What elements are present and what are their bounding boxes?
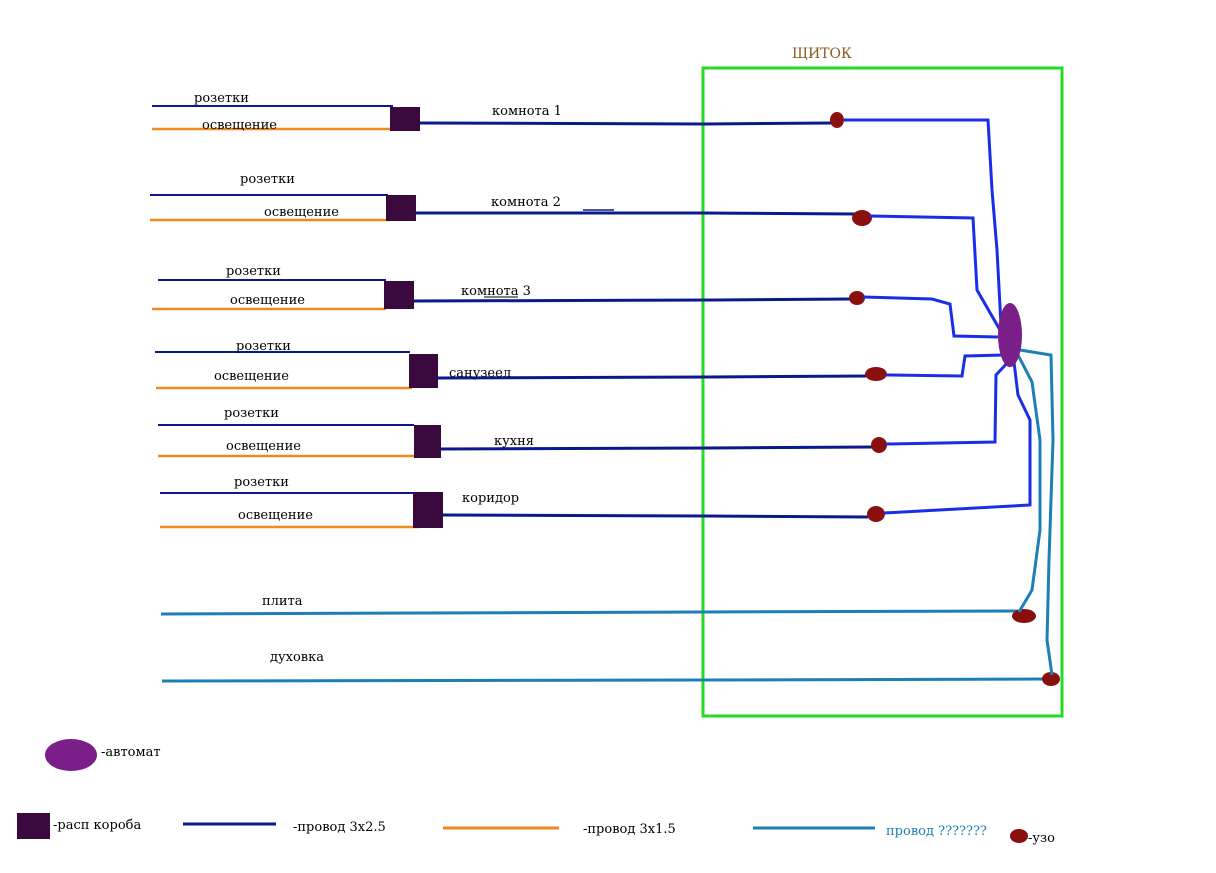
room-4-name: санузеел bbox=[449, 366, 511, 381]
legend-breaker-icon bbox=[45, 739, 97, 771]
room-3-main-wire bbox=[413, 297, 851, 303]
room-1-sockets-label: розетки bbox=[194, 91, 249, 106]
room-5-name: кухня bbox=[494, 434, 534, 449]
main-breaker bbox=[998, 303, 1022, 367]
oven-internal-wire bbox=[1019, 348, 1055, 676]
room-3-junction-box bbox=[384, 281, 414, 309]
room-5-sockets-label: розетки bbox=[224, 406, 279, 421]
legend-box-icon bbox=[17, 813, 50, 839]
room-1-name: комнота 1 bbox=[492, 104, 562, 119]
legend-breaker-label: -автомат bbox=[101, 745, 161, 760]
oven-wire bbox=[161, 677, 1045, 683]
room-3-sockets-label: розетки bbox=[226, 264, 281, 279]
room-2-circuit: розетки освещение комнота 2 bbox=[150, 172, 1002, 331]
panel-border bbox=[701, 66, 1064, 718]
room-6-circuit: розетки освещение коридор bbox=[160, 361, 1032, 529]
room-5-rcd bbox=[871, 437, 887, 453]
room-1-lighting-label: освещение bbox=[202, 118, 277, 133]
room-2-internal-wire bbox=[869, 214, 1002, 331]
room-6-rcd bbox=[867, 506, 885, 522]
room-5-lighting-label: освещение bbox=[226, 439, 301, 454]
stove-circuit: плита bbox=[160, 354, 1042, 623]
room-1-rcd bbox=[830, 112, 844, 128]
room-4-circuit: розетки освещение санузеел bbox=[155, 339, 1005, 390]
stove-label: плита bbox=[262, 594, 303, 609]
legend-wire-unknown-label: провод ??????? bbox=[886, 824, 987, 839]
room-3-internal-wire bbox=[862, 295, 999, 339]
room-6-name: коридор bbox=[462, 491, 519, 506]
legend-rcd-icon bbox=[1010, 829, 1028, 843]
room-4-rcd bbox=[865, 367, 887, 381]
room-6-main-wire bbox=[442, 513, 869, 519]
room-2-main-wire bbox=[416, 211, 856, 216]
panel-title: ЩИТОК bbox=[792, 46, 852, 62]
oven-circuit: духовка bbox=[161, 348, 1060, 686]
stove-wire bbox=[160, 609, 1019, 616]
legend-rcd-label: -узо bbox=[1028, 831, 1055, 846]
room-1-main-wire bbox=[419, 121, 833, 126]
legend-box-label: -расп короба bbox=[53, 818, 141, 833]
room-2-rcd bbox=[852, 210, 872, 226]
room-2-junction-box bbox=[386, 195, 416, 221]
room-5-main-wire bbox=[440, 445, 873, 451]
oven-label: духовка bbox=[270, 650, 324, 665]
stove-rcd bbox=[1012, 609, 1036, 623]
room-5-internal-wire bbox=[885, 358, 1012, 446]
stove-internal-wire bbox=[1016, 354, 1042, 613]
room-5-circuit: розетки освещение кухня bbox=[158, 358, 1012, 458]
room-1-internal-wire bbox=[844, 118, 1003, 326]
room-2-name: комнота 2 bbox=[491, 195, 561, 210]
room-1-circuit: розетки освещение комнота 1 bbox=[152, 91, 1003, 326]
room-6-junction-box bbox=[413, 492, 443, 528]
oven-rcd bbox=[1042, 672, 1060, 686]
panel: ЩИТОК bbox=[701, 46, 1064, 718]
room-4-sockets-label: розетки bbox=[236, 339, 291, 354]
room-2-lighting-label: освещение bbox=[264, 205, 339, 220]
room-4-internal-wire bbox=[885, 353, 1005, 378]
room-4-main-wire bbox=[437, 374, 869, 380]
room-3-circuit: розетки освещение комнота 3 bbox=[152, 264, 999, 339]
legend-wire-3x2-5-label: -провод 3х2.5 bbox=[293, 820, 386, 835]
room-3-rcd bbox=[849, 291, 865, 305]
room-1-junction-box bbox=[390, 107, 420, 131]
legend: -автомат -расп короба -провод 3х2.5 -про… bbox=[17, 739, 1055, 846]
room-3-lighting-label: освещение bbox=[230, 293, 305, 308]
room-4-junction-box bbox=[409, 354, 438, 388]
room-2-sockets-label: розетки bbox=[240, 172, 295, 187]
room-3-name: комнота 3 bbox=[461, 284, 531, 299]
room-5-junction-box bbox=[414, 425, 441, 458]
room-6-lighting-label: освещение bbox=[238, 508, 313, 523]
room-4-lighting-label: освещение bbox=[214, 369, 289, 384]
room-6-sockets-label: розетки bbox=[234, 475, 289, 490]
room-6-internal-wire bbox=[883, 361, 1032, 515]
legend-wire-3x1-5-label: -провод 3х1.5 bbox=[583, 822, 676, 837]
